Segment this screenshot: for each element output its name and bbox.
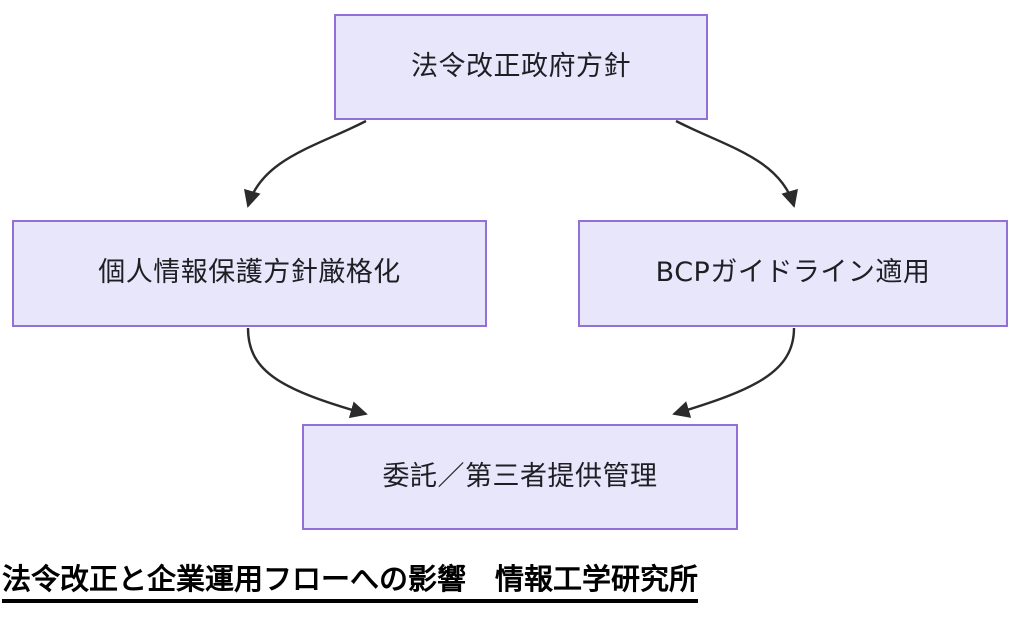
node-outsourcing[interactable]: 委託／第三者提供管理 <box>302 424 738 530</box>
node-privacy[interactable]: 個人情報保護方針厳格化 <box>12 220 487 327</box>
edge-policy-to-privacy <box>244 119 367 208</box>
node-bcp-label: BCPガイドライン適用 <box>655 257 931 289</box>
edge-bcp-to-outsourcing <box>672 327 796 418</box>
node-policy-label: 法令改正政府方針 <box>411 50 631 82</box>
diagram-caption: 法令改正と企業運用フローへの影響 情報工学研究所 <box>2 562 699 604</box>
edge-privacy-to-outsourcing <box>246 327 368 419</box>
edge-policy-to-bcp <box>675 119 798 208</box>
node-outsourcing-label: 委託／第三者提供管理 <box>382 460 658 492</box>
node-bcp[interactable]: BCPガイドライン適用 <box>578 220 1008 327</box>
node-policy[interactable]: 法令改正政府方針 <box>334 14 708 120</box>
node-privacy-label: 個人情報保護方針厳格化 <box>98 257 401 289</box>
